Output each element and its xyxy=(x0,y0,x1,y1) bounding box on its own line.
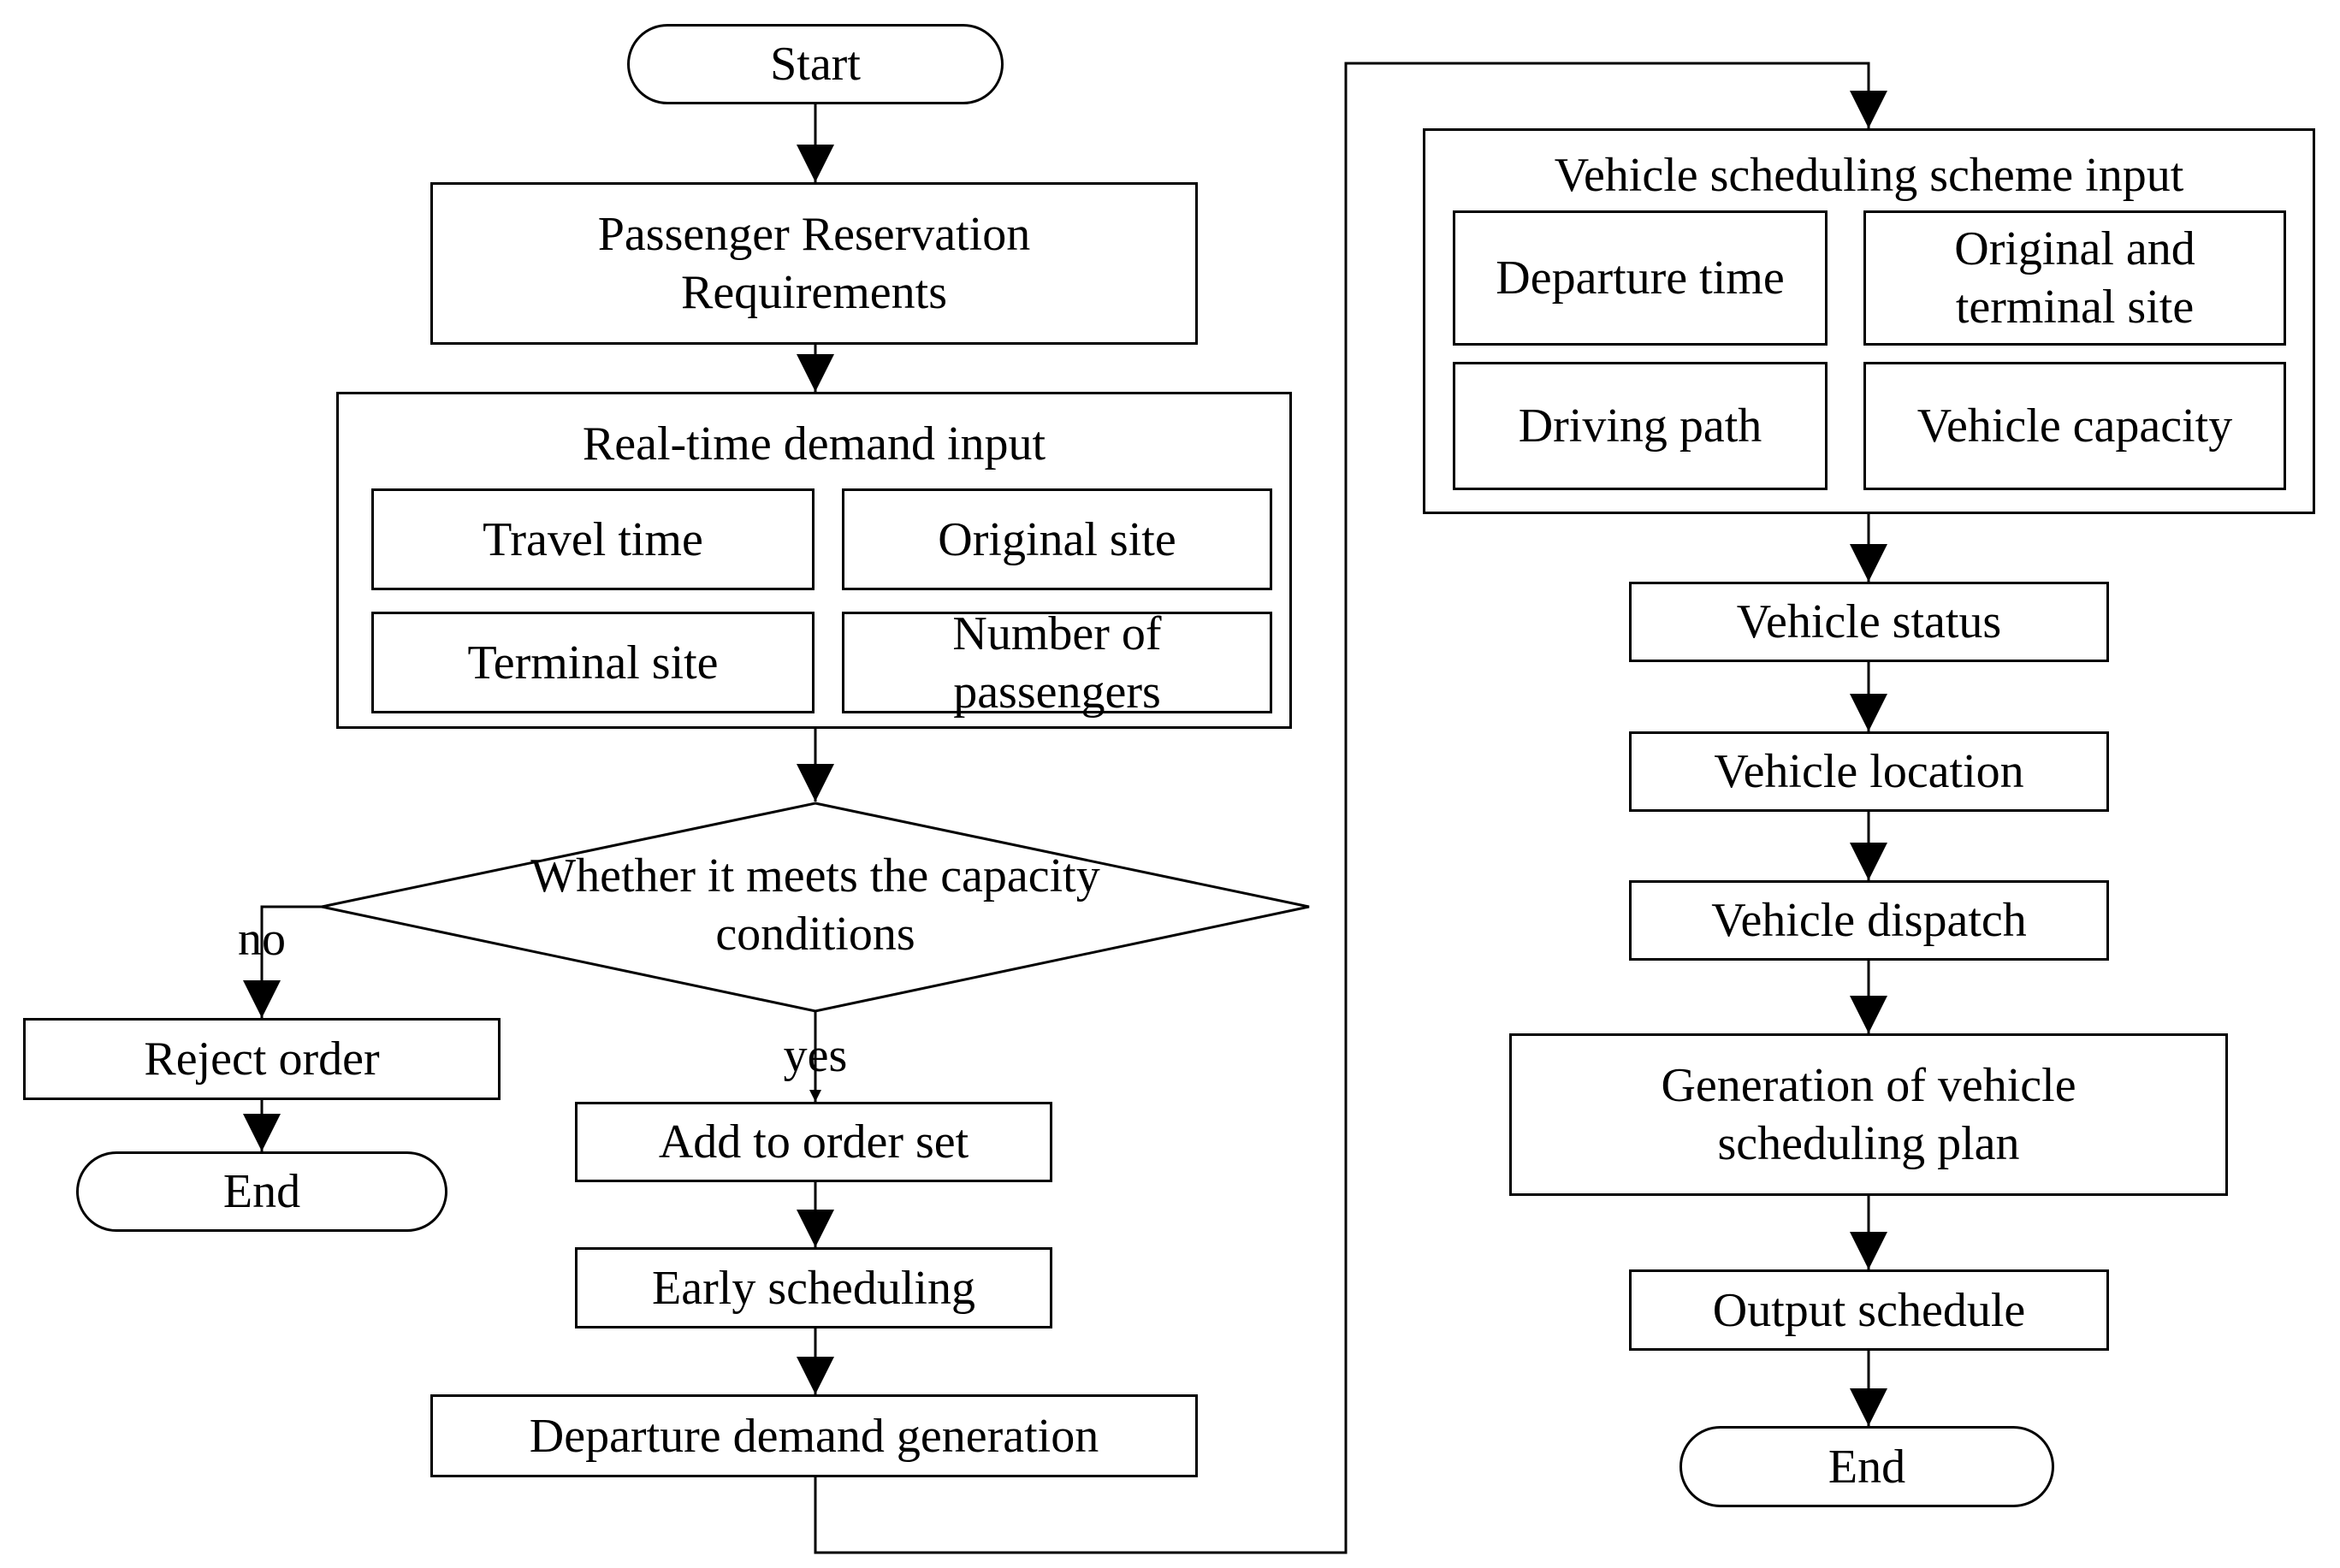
vehicle-location-label: Vehicle location xyxy=(1714,745,2024,798)
output-schedule-box: Output schedule xyxy=(1629,1269,2109,1351)
original-and-terminal-site-label: Original and terminal site xyxy=(1954,222,2195,334)
departure-time-label: Departure time xyxy=(1496,251,1785,305)
yes-label: yes xyxy=(783,1029,848,1082)
number-of-passengers-label: Number of passengers xyxy=(952,606,1162,719)
passenger-reservation-box: Passenger Reservation Requirements xyxy=(430,182,1198,345)
departure-demand-generation-label: Departure demand generation xyxy=(529,1409,1099,1463)
add-to-order-set-box: Add to order set xyxy=(575,1102,1052,1182)
travel-time-label: Travel time xyxy=(483,512,703,566)
travel-time-box: Travel time xyxy=(371,488,815,590)
vehicle-dispatch-box: Vehicle dispatch xyxy=(1629,880,2109,961)
number-of-passengers-box: Number of passengers xyxy=(842,607,1272,719)
terminal-site-box: Terminal site xyxy=(371,612,815,713)
terminal-site-label: Terminal site xyxy=(467,636,719,689)
start-terminal: Start xyxy=(627,24,1004,104)
reject-order-label: Reject order xyxy=(144,1033,380,1086)
vehicle-dispatch-label: Vehicle dispatch xyxy=(1711,894,2027,947)
original-site-label: Original site xyxy=(938,512,1176,566)
connector-left-to-right xyxy=(814,62,1887,1554)
early-scheduling-label: Early scheduling xyxy=(652,1261,975,1315)
departure-demand-generation-box: Departure demand generation xyxy=(430,1394,1198,1477)
arrow-decision-no xyxy=(243,905,322,1018)
vehicle-status-box: Vehicle status xyxy=(1629,582,2109,662)
end-terminal-right: End xyxy=(1679,1426,2054,1507)
end-terminal-left: End xyxy=(76,1151,447,1232)
early-scheduling-box: Early scheduling xyxy=(575,1247,1052,1328)
end-left-label: End xyxy=(222,1165,301,1218)
decision-label: Whether it meets the capacity conditions xyxy=(530,849,1100,961)
vehicle-scheduling-scheme-title: Vehicle scheduling scheme input xyxy=(1554,149,2184,202)
add-to-order-set-label: Add to order set xyxy=(658,1115,969,1169)
generation-of-plan-box: Generation of vehicle scheduling plan xyxy=(1509,1033,2228,1196)
reject-order-box: Reject order xyxy=(23,1018,501,1100)
vehicle-capacity-label: Vehicle capacity xyxy=(1916,399,2233,453)
vehicle-location-box: Vehicle location xyxy=(1629,731,2109,812)
realtime-demand-title: Real-time demand input xyxy=(582,417,1046,470)
start-label: Start xyxy=(770,38,861,91)
no-label: no xyxy=(238,913,286,966)
end-right-label: End xyxy=(1828,1440,1906,1494)
vehicle-status-label: Vehicle status xyxy=(1736,595,2002,648)
driving-path-label: Driving path xyxy=(1518,399,1762,453)
vehicle-capacity-box: Vehicle capacity xyxy=(1863,362,2286,490)
original-site-box: Original site xyxy=(842,488,1272,590)
output-schedule-label: Output schedule xyxy=(1712,1283,2026,1337)
driving-path-box: Driving path xyxy=(1453,362,1828,490)
generation-of-plan-label: Generation of vehicle scheduling plan xyxy=(1661,1059,2076,1170)
departure-time-box: Departure time xyxy=(1453,210,1828,346)
passenger-reservation-label: Passenger Reservation Requirements xyxy=(597,208,1031,319)
original-and-terminal-site-box: Original and terminal site xyxy=(1863,210,2286,346)
